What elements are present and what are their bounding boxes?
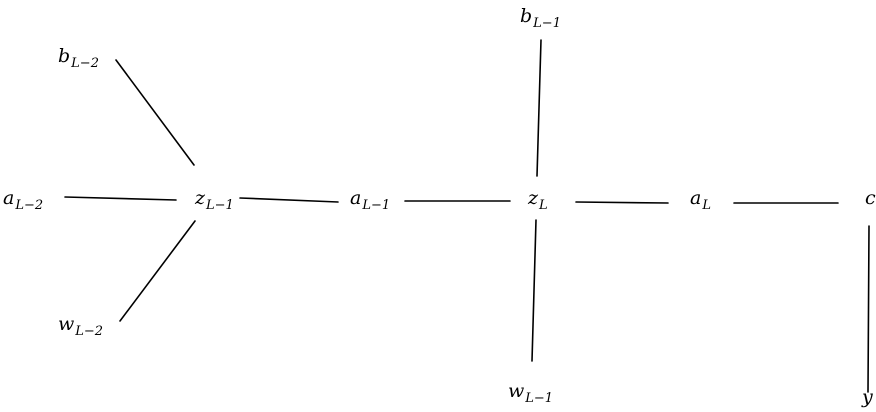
node-variable: c [865, 187, 876, 209]
node-subscript: L−2 [14, 198, 43, 213]
node-z_L: zL [527, 187, 548, 213]
node-c: c [865, 187, 876, 209]
edge-b_Lm1-to-z_L [536, 39, 542, 177]
node-subscript: L−2 [74, 324, 103, 339]
node-w_Lm2: wL−2 [58, 313, 103, 339]
edge-a_Lm2-to-z_Lm1 [64, 196, 177, 201]
graph-edges [64, 39, 870, 393]
node-variable: w [58, 313, 74, 335]
node-variable: a [350, 187, 361, 209]
node-subscript: L−1 [532, 16, 561, 31]
edge-b_Lm2-to-z_Lm1 [115, 59, 195, 166]
node-label: zL−1 [194, 187, 234, 213]
edge-w_Lm1-to-z_L [531, 219, 537, 362]
node-variable: z [527, 187, 539, 209]
node-subscript: L−1 [205, 198, 234, 213]
node-label: aL−1 [350, 187, 390, 213]
node-subscript: L−1 [361, 198, 390, 213]
node-label: zL [527, 187, 548, 213]
node-subscript: L−2 [70, 56, 99, 71]
node-label: y [861, 386, 873, 408]
edge-y-to-c [867, 225, 870, 393]
node-variable: y [861, 386, 873, 408]
edge-z_L-to-a_L [575, 201, 669, 204]
node-label: bL−1 [520, 5, 561, 31]
node-variable: w [508, 380, 524, 402]
node-variable: b [58, 45, 70, 67]
node-variable: a [3, 187, 14, 209]
node-label: wL−1 [508, 380, 553, 406]
node-subscript: L [701, 198, 711, 213]
node-a_Lm1: aL−1 [350, 187, 390, 213]
node-w_Lm1: wL−1 [508, 380, 553, 406]
node-a_Lm2: aL−2 [3, 187, 43, 213]
node-variable: a [690, 187, 701, 209]
edge-w_Lm2-to-z_Lm1 [119, 220, 196, 322]
node-label: c [865, 187, 876, 209]
node-label: aL−2 [3, 187, 43, 213]
node-b_Lm1: bL−1 [520, 5, 561, 31]
node-label: aL [690, 187, 711, 213]
node-subscript: L−1 [524, 391, 553, 406]
node-label: wL−2 [58, 313, 103, 339]
node-variable: z [194, 187, 206, 209]
node-variable: b [520, 5, 532, 27]
node-z_Lm1: zL−1 [194, 187, 234, 213]
edge-z_Lm1-to-a_Lm1 [239, 197, 339, 203]
node-label: bL−2 [58, 45, 99, 71]
node-b_Lm2: bL−2 [58, 45, 99, 71]
node-a_L: aL [690, 187, 711, 213]
node-y: y [861, 386, 873, 408]
node-subscript: L [538, 198, 548, 213]
